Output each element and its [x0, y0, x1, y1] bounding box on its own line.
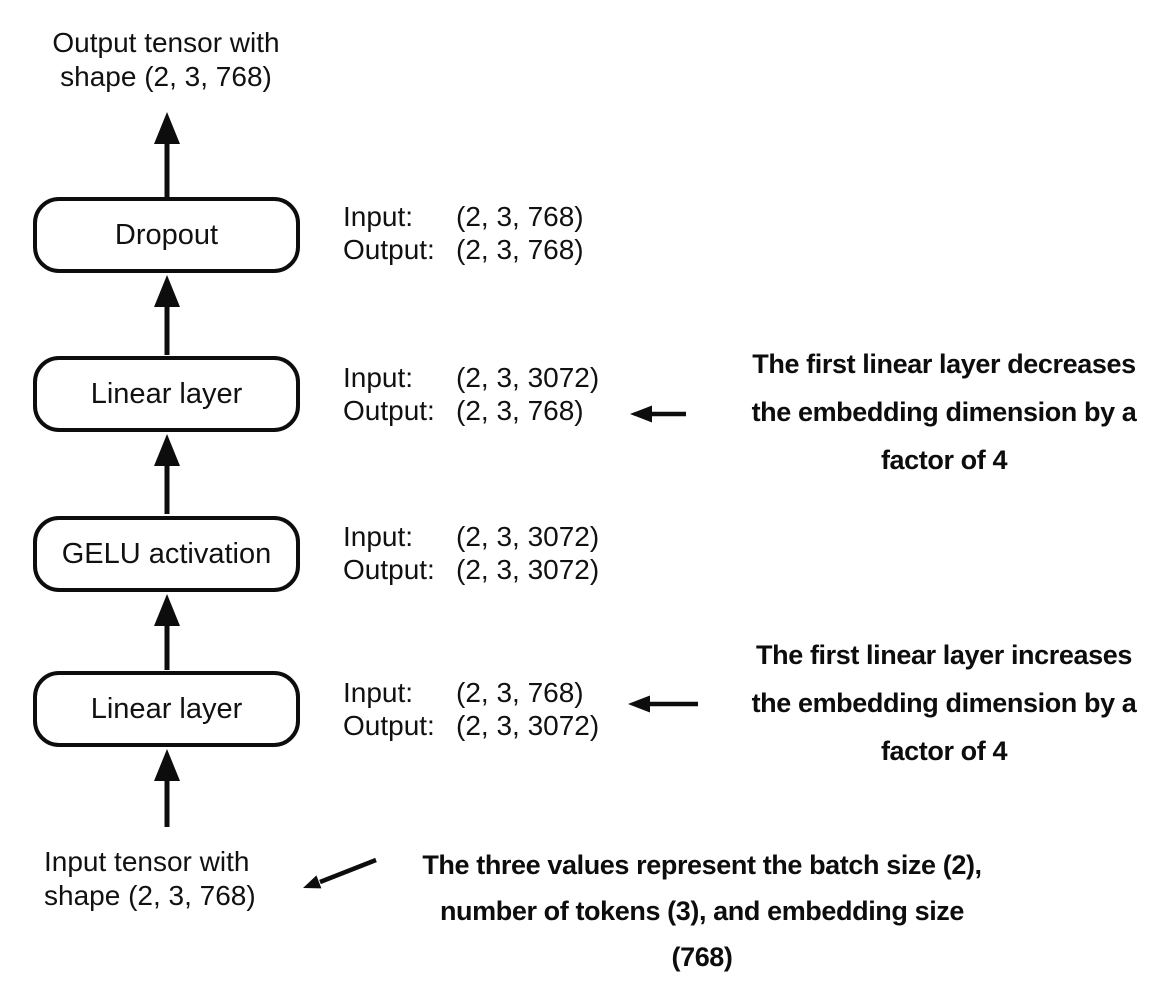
annotation-arrow-diagonal-input-tensor: [303, 857, 377, 889]
input-tensor-label-line2: shape (2, 3, 768): [44, 880, 256, 911]
io-output-label: Output:: [343, 710, 435, 741]
annotation-line: factor of 4: [880, 736, 1008, 766]
io-input-value: (2, 3, 3072): [456, 362, 600, 393]
annotation-line: the embedding dimension by a: [751, 688, 1137, 718]
layer-box-linear-bottom-label: Linear layer: [90, 692, 243, 725]
io-output-label: Output:: [343, 395, 435, 426]
annotation-line: The three values represent the batch siz…: [422, 850, 982, 880]
arrow-up-into-dropout: [154, 275, 180, 355]
io-input-label: Input:: [343, 362, 414, 393]
annotation-line: (768): [671, 942, 733, 972]
layer-box-linear-bottom: Linear layer: [33, 671, 300, 747]
annotation-line: factor of 4: [880, 445, 1008, 475]
layer-box-gelu-label: GELU activation: [61, 537, 272, 570]
annotation-tensor-shape-meaning: The three values represent the batch siz…: [327, 842, 1077, 980]
layer-box-linear-top-label: Linear layer: [90, 377, 243, 410]
io-output-value: (2, 3, 768): [456, 395, 584, 426]
annotation-line: The first linear layer decreases: [752, 349, 1136, 379]
annotation-linear-increases: The first linear layer increases the emb…: [714, 631, 1170, 775]
layer-box-dropout: Dropout: [33, 197, 300, 273]
io-output-label: Output:: [343, 234, 435, 265]
io-block-linear-bottom: Input: (2, 3, 768) Output: (2, 3, 3072): [343, 676, 653, 742]
annotation-line: The first linear layer increases: [756, 640, 1132, 670]
layer-box-linear-top: Linear layer: [33, 356, 300, 432]
output-tensor-label-line2: shape (2, 3, 768): [60, 61, 272, 92]
io-output-value: (2, 3, 768): [456, 234, 584, 265]
io-input-label: Input:: [343, 201, 414, 232]
arrow-up-to-output-tensor: [154, 112, 180, 198]
io-output-value: (2, 3, 3072): [456, 710, 600, 741]
io-input-value: (2, 3, 768): [456, 201, 584, 232]
io-block-linear-top: Input: (2, 3, 3072) Output: (2, 3, 768): [343, 361, 653, 427]
annotation-arrow-left-increases: [628, 695, 698, 713]
input-tensor-label-line1: Input tensor with: [44, 846, 250, 877]
output-tensor-label-line1: Output tensor with: [52, 27, 280, 58]
io-block-gelu: Input: (2, 3, 3072) Output: (2, 3, 3072): [343, 520, 653, 586]
io-block-dropout: Input: (2, 3, 768) Output: (2, 3, 768): [343, 200, 653, 266]
io-input-value: (2, 3, 3072): [456, 521, 600, 552]
io-output-label: Output:: [343, 554, 435, 585]
io-input-label: Input:: [343, 521, 414, 552]
arrow-up-into-gelu: [154, 594, 180, 670]
annotation-arrow-left-decreases: [630, 405, 686, 423]
annotation-linear-decreases: The first linear layer decreases the emb…: [714, 340, 1170, 484]
layer-box-gelu: GELU activation: [33, 516, 300, 592]
io-input-label: Input:: [343, 677, 414, 708]
io-output-value: (2, 3, 3072): [456, 554, 600, 585]
io-input-value: (2, 3, 768): [456, 677, 584, 708]
annotation-line: the embedding dimension by a: [751, 397, 1137, 427]
annotation-line: number of tokens (3), and embedding size: [439, 896, 965, 926]
arrow-up-into-linear-top: [154, 434, 180, 514]
input-tensor-label: Input tensor with shape (2, 3, 768): [44, 845, 304, 913]
arrow-up-into-linear-bottom: [154, 749, 180, 827]
layer-box-dropout-label: Dropout: [114, 218, 219, 251]
output-tensor-label: Output tensor with shape (2, 3, 768): [16, 26, 316, 94]
